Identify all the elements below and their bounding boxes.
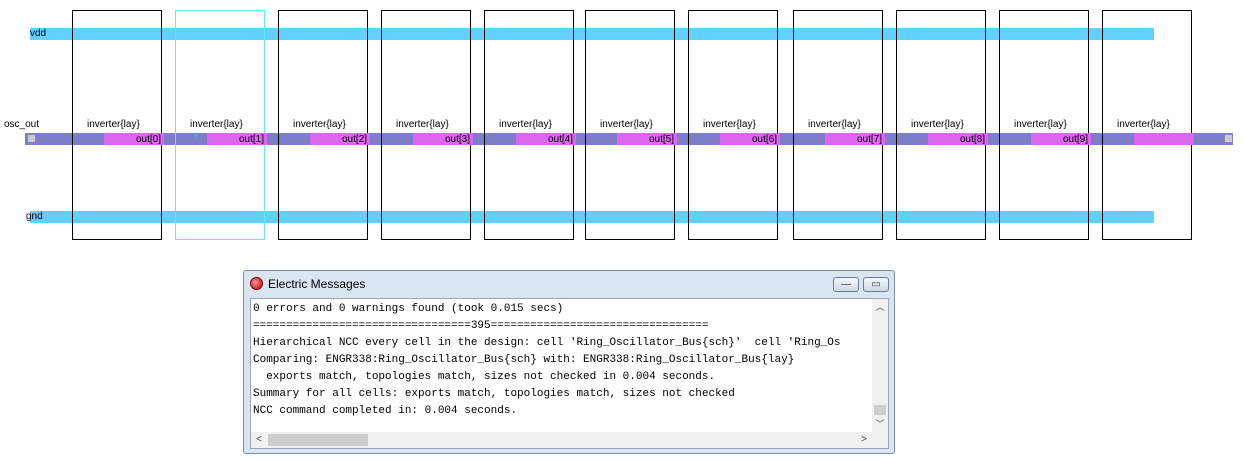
message-line: exports match, topologies match, sizes n… (253, 371, 716, 383)
metal-segment[interactable] (720, 133, 780, 145)
metal-segment[interactable] (413, 133, 473, 145)
inverter-cell[interactable] (585, 10, 675, 240)
cell-label: inverter{lay} (808, 119, 861, 130)
horizontal-scroll-thumb[interactable] (268, 434, 368, 446)
window-titlebar[interactable]: Electric Messages — ▭ (244, 271, 894, 296)
cell-label: inverter{lay} (190, 119, 243, 130)
inverter-cell[interactable] (688, 10, 778, 240)
output-port-label: out[3] (445, 134, 471, 145)
inverter-cell[interactable] (381, 10, 471, 240)
metal-segment[interactable] (1031, 133, 1091, 145)
output-port-label: out[9] (1063, 134, 1089, 145)
vdd-rail[interactable] (30, 28, 1154, 40)
osc-out-label: osc_out (4, 119, 40, 130)
gnd-rail[interactable] (30, 211, 1154, 223)
output-port-label: out[4] (548, 134, 574, 145)
metal-segment[interactable] (516, 133, 576, 145)
horizontal-scrollbar[interactable]: < > (251, 432, 872, 448)
output-port-label: out[7] (857, 134, 883, 145)
vertical-scroll-thumb[interactable] (874, 405, 886, 415)
cell-label: inverter{lay} (87, 119, 140, 130)
scroll-right-icon[interactable]: > (861, 434, 867, 445)
inverter-cell[interactable] (896, 10, 986, 240)
window-title: Electric Messages (268, 277, 366, 291)
output-port-label: out[8] (960, 134, 986, 145)
message-line: NCC command completed in: 0.004 seconds. (253, 405, 518, 417)
output-port-label: out[2] (342, 134, 368, 145)
metal-segment[interactable] (825, 133, 885, 145)
output-port-label: out[6] (752, 134, 778, 145)
inverter-cell[interactable] (999, 10, 1089, 240)
metal-segment[interactable] (1134, 133, 1194, 145)
message-line: Summary for all cells: exports match, to… (253, 388, 735, 400)
cell-label: inverter{lay} (600, 119, 653, 130)
message-line: Hierarchical NCC every cell in the desig… (253, 337, 841, 349)
restore-button[interactable]: ▭ (863, 277, 889, 292)
message-line: =================================395====… (253, 320, 709, 332)
vertical-scrollbar[interactable]: ︿ ﹀ (872, 299, 888, 432)
inverter-cell[interactable] (278, 10, 368, 240)
minimize-button[interactable]: — (833, 277, 859, 292)
cell-label: inverter{lay} (499, 119, 552, 130)
metal-segment[interactable] (617, 133, 677, 145)
vdd-label: vdd (30, 28, 47, 39)
scroll-corner (872, 432, 888, 448)
layout-canvas[interactable]: vdd osc_out gnd inverter{lay} out[0] inver… (0, 0, 1249, 265)
cell-label: inverter{lay} (293, 119, 346, 130)
bus-end-right[interactable] (1224, 134, 1233, 143)
metal-segment[interactable] (310, 133, 370, 145)
message-line: Comparing: ENGR338:Ring_Oscillator_Bus{s… (253, 354, 795, 366)
scroll-up-icon[interactable]: ︿ (875, 302, 885, 312)
bus-end-left[interactable] (27, 134, 36, 143)
output-port-label: out[5] (649, 134, 675, 145)
app-icon (250, 277, 263, 290)
cell-label: inverter{lay} (1014, 119, 1067, 130)
metal-segment[interactable] (928, 133, 988, 145)
gnd-label: gnd (26, 211, 43, 222)
inverter-cell[interactable] (72, 10, 162, 240)
output-port-label: out[0] (136, 134, 162, 145)
inverter-cell[interactable] (793, 10, 883, 240)
cursor-marker-icon: + (193, 130, 200, 142)
output-port-label: out[1] (239, 134, 265, 145)
message-log[interactable]: 0 errors and 0 warnings found (took 0.01… (253, 301, 872, 432)
cell-label: inverter{lay} (1117, 119, 1170, 130)
cell-label: inverter{lay} (396, 119, 449, 130)
message-line: 0 errors and 0 warnings found (took 0.01… (253, 303, 564, 315)
messages-window[interactable]: Electric Messages — ▭ 0 errors and 0 war… (243, 270, 895, 454)
scroll-down-icon[interactable]: ﹀ (875, 419, 885, 429)
cell-label: inverter{lay} (911, 119, 964, 130)
scroll-left-icon[interactable]: < (256, 434, 262, 445)
inverter-cell[interactable] (175, 10, 265, 240)
metal-segment[interactable] (207, 133, 267, 145)
metal-segment[interactable] (104, 133, 164, 145)
messages-pane[interactable]: 0 errors and 0 warnings found (took 0.01… (250, 298, 889, 449)
inverter-cell[interactable] (484, 10, 574, 240)
cell-label: inverter{lay} (703, 119, 756, 130)
inverter-cell[interactable] (1102, 10, 1192, 240)
